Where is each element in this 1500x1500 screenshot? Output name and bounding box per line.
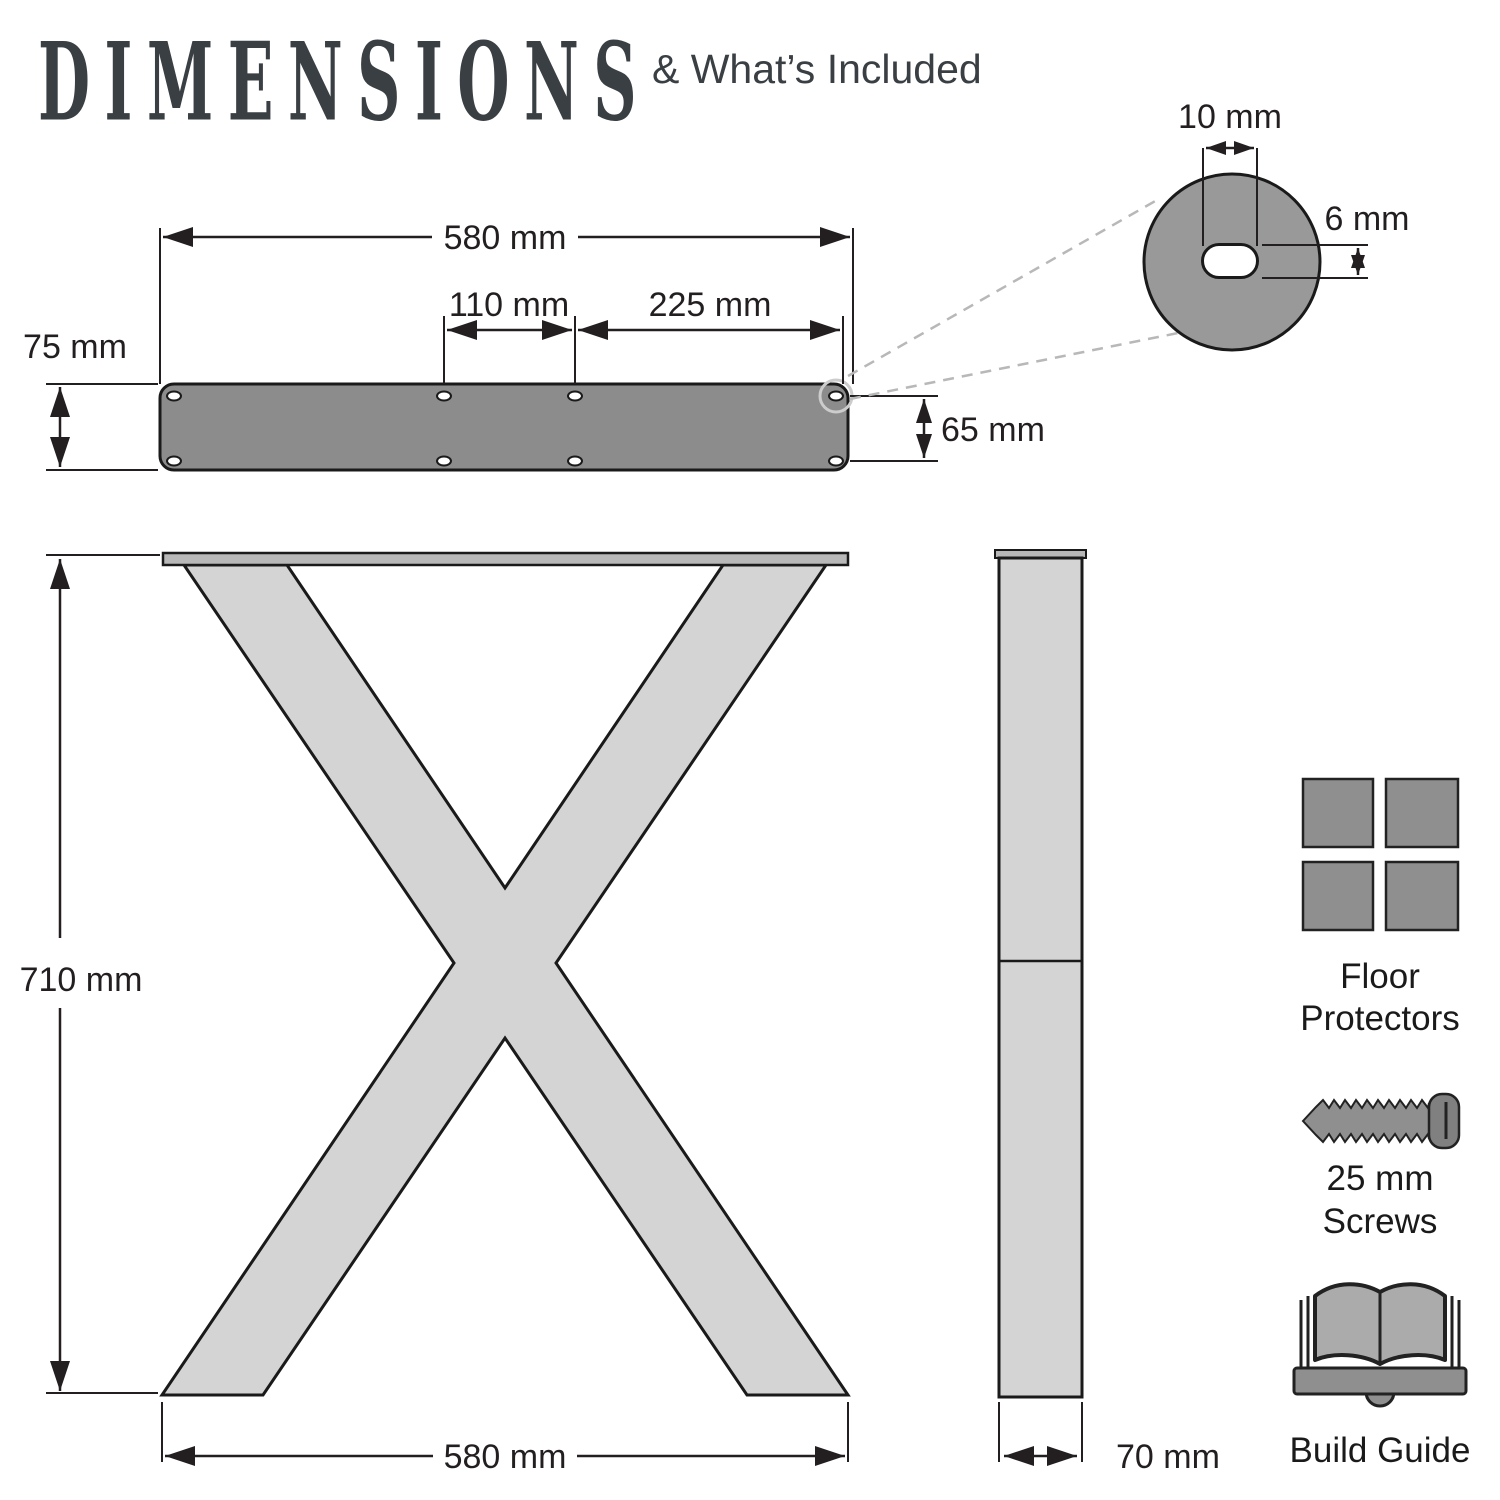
dim-label-slot-width: 6 mm bbox=[1325, 200, 1410, 238]
leg-top-plate-front bbox=[161, 551, 850, 567]
mounting-plate bbox=[158, 382, 850, 472]
dim-label-plate-width: 580 mm bbox=[444, 219, 567, 257]
open-book-icon bbox=[1292, 1282, 1468, 1408]
dim-label-leg-height: 710 mm bbox=[20, 961, 143, 999]
leg-side-view: 70 mm bbox=[994, 549, 1220, 1476]
dim-label-hole-spacing-inner: 110 mm bbox=[449, 286, 569, 324]
dim-label-slot-length: 10 mm bbox=[1178, 98, 1282, 136]
hole-detail-callout: 10 mm 6 mm bbox=[847, 98, 1410, 401]
dim-label-leg-depth: 70 mm bbox=[1116, 1438, 1220, 1476]
top-view-dimensions: 580 mm 110 mm 225 mm 75 mm 65 mm bbox=[23, 219, 1045, 471]
page-subtitle: & What’s Included bbox=[652, 46, 982, 92]
mounting-plate-top-view bbox=[158, 378, 854, 472]
dim-label-leg-base-width: 580 mm bbox=[444, 1438, 567, 1476]
leg-side-profile bbox=[997, 556, 1084, 1399]
page-title: DIMENSIONS bbox=[38, 18, 651, 146]
leg-front-view: 710 mm 580 mm bbox=[20, 551, 851, 1476]
floor-protectors-label-line1: Floor bbox=[1340, 957, 1420, 996]
dim-label-plate-depth: 75 mm bbox=[23, 328, 127, 366]
dim-label-hole-spacing-outer: 225 mm bbox=[649, 286, 772, 324]
floor-protectors-icon bbox=[1301, 777, 1460, 932]
screws-label-line1: 25 mm bbox=[1327, 1159, 1434, 1198]
plate-screw-holes bbox=[166, 390, 844, 467]
build-guide-label: Build Guide bbox=[1290, 1431, 1471, 1470]
floor-protectors-label-line2: Protectors bbox=[1300, 999, 1460, 1038]
x-leg-shape bbox=[159, 563, 851, 1397]
screws-label-line2: Screws bbox=[1323, 1202, 1438, 1241]
screw-icon bbox=[1301, 1092, 1461, 1150]
whats-included: Floor Protectors 25 mm Screws Build Guid… bbox=[1290, 777, 1471, 1470]
slotted-hole bbox=[1201, 243, 1259, 279]
dim-label-hole-row-spacing: 65 mm bbox=[941, 411, 1045, 449]
